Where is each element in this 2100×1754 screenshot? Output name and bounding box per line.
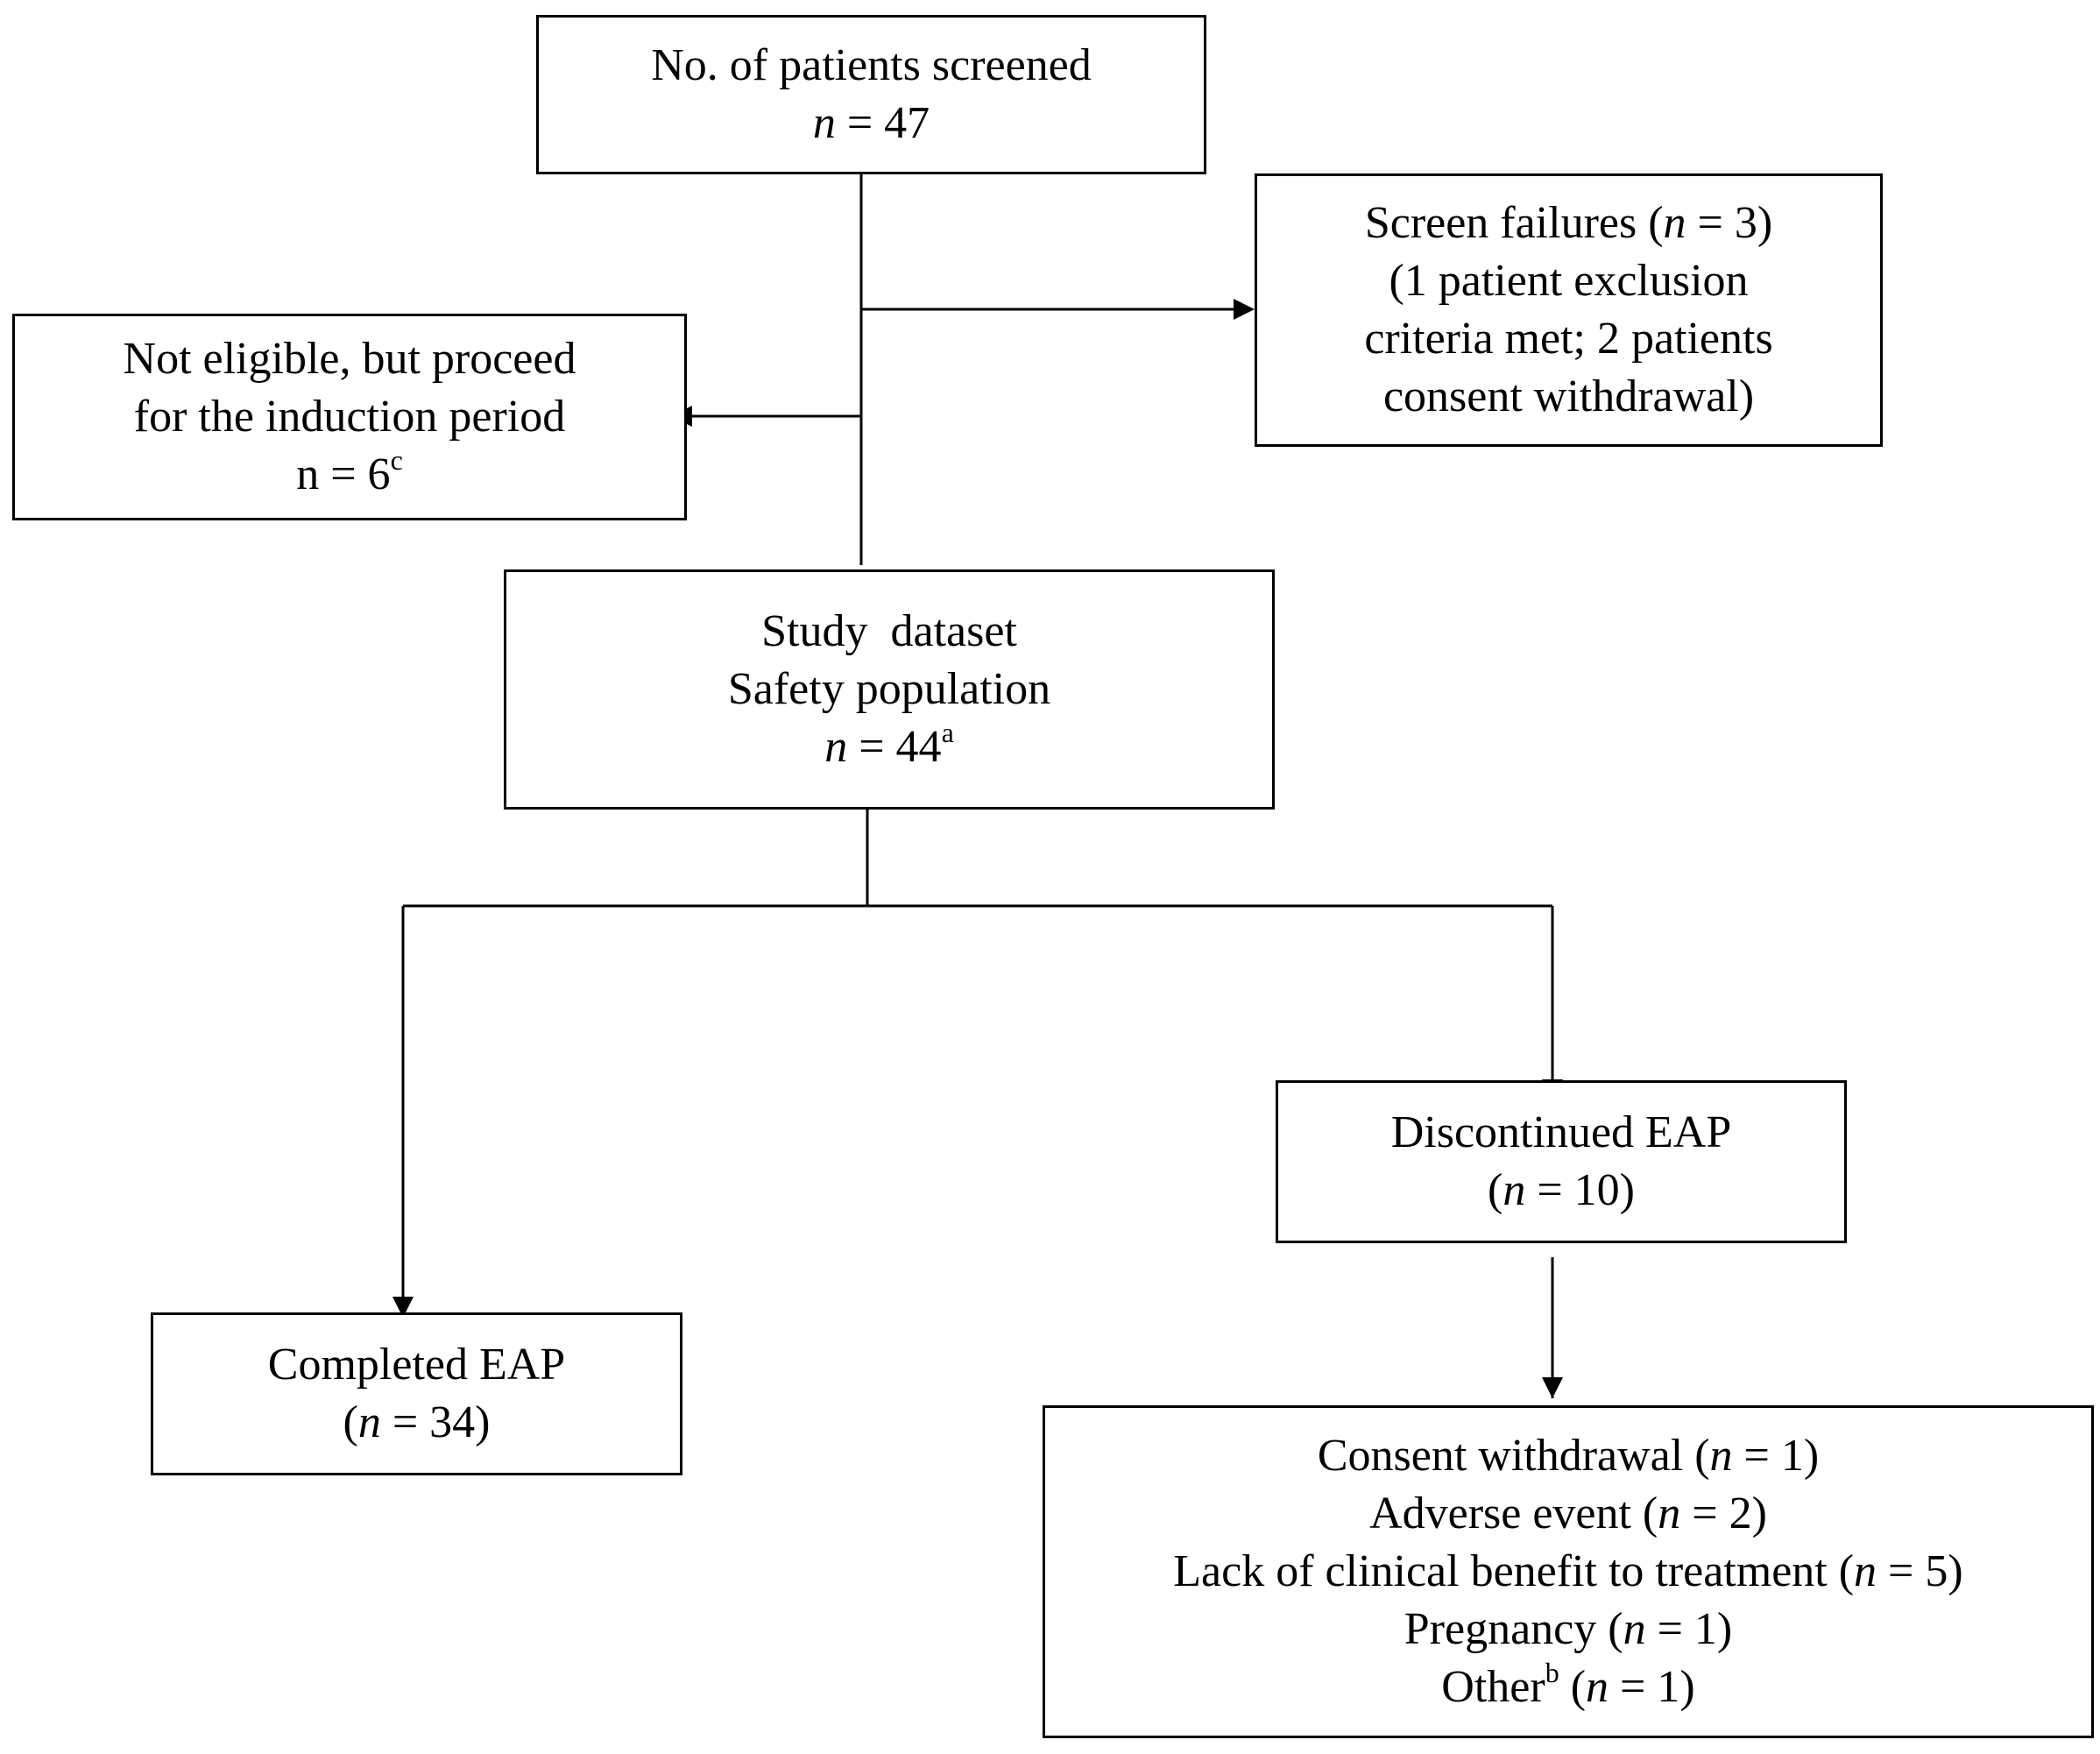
safety-population-label: Safety population xyxy=(727,664,1051,714)
n-variable: n xyxy=(824,722,848,772)
n-variable: n xyxy=(1658,1489,1681,1538)
reason-consent-withdrawal: Consent withdrawal (n = 1) xyxy=(1318,1427,1819,1485)
screen-failures-box: Screen failures (n = 3) (1 patient exclu… xyxy=(1255,173,1883,447)
not-eligible-box: Not eligible, but proceed for the induct… xyxy=(12,314,687,520)
discontinued-value: = 10) xyxy=(1525,1165,1635,1215)
paren-open: ( xyxy=(1559,1662,1587,1712)
discontinued-box: Discontinued EAP (n = 10) xyxy=(1276,1080,1847,1243)
reason-value: = 1) xyxy=(1732,1431,1820,1481)
study-dataset-box: Study dataset Safety population n = 44a xyxy=(504,569,1275,810)
not-eligible-count-value: n = 6 xyxy=(296,449,391,499)
paren-open: ( xyxy=(1488,1165,1503,1215)
footnote-b: b xyxy=(1545,1657,1559,1688)
discontinuation-reasons-box: Consent withdrawal (n = 1) Adverse event… xyxy=(1043,1405,2094,1738)
completed-box: Completed EAP (n = 34) xyxy=(151,1312,682,1475)
reason-lack-of-benefit: Lack of clinical benefit to treatment (n… xyxy=(1173,1543,1962,1601)
n-variable: n xyxy=(1854,1546,1877,1596)
screen-failures-value: = 3) xyxy=(1686,198,1773,248)
arrowhead-reasons xyxy=(1542,1377,1563,1398)
n-variable: n xyxy=(812,98,836,148)
n-variable: n xyxy=(1623,1604,1646,1654)
completed-value: = 34) xyxy=(380,1397,491,1447)
screened-value: 47 xyxy=(884,98,930,148)
reason-adverse-event: Adverse event (n = 2) xyxy=(1369,1485,1767,1543)
reason-label: Lack of clinical benefit to treatment ( xyxy=(1173,1546,1855,1596)
screen-failures-detail-2: criteria met; 2 patients xyxy=(1364,314,1773,364)
study-dataset-count: n = 44a xyxy=(824,718,954,776)
screen-failures-detail-3: consent withdrawal) xyxy=(1382,371,1755,421)
reason-pregnancy: Pregnancy (n = 1) xyxy=(1404,1601,1732,1659)
reason-value: = 1) xyxy=(1645,1604,1733,1654)
reason-value: = 5) xyxy=(1877,1546,1963,1596)
study-dataset-title: Study dataset xyxy=(761,606,1017,656)
screen-failures-label: Screen failures ( xyxy=(1364,198,1664,248)
discontinued-count: (n = 10) xyxy=(1488,1162,1635,1220)
study-dataset-value: = 44 xyxy=(847,722,942,772)
footnote-c: c xyxy=(390,444,403,476)
paren-open: ( xyxy=(343,1397,358,1447)
reason-label: Other xyxy=(1441,1662,1545,1712)
arrowhead-completed xyxy=(392,1297,414,1318)
arrowhead-screen-failures xyxy=(1234,299,1255,320)
screened-title: No. of patients screened xyxy=(651,40,1092,90)
reason-value: = 2) xyxy=(1680,1489,1767,1538)
completed-count: (n = 34) xyxy=(343,1394,491,1452)
n-variable: n xyxy=(357,1397,381,1447)
reason-label: Consent withdrawal ( xyxy=(1317,1431,1710,1481)
not-eligible-line-1: Not eligible, but proceed xyxy=(123,334,576,384)
reason-value: = 1) xyxy=(1609,1662,1695,1712)
screened-eq: = xyxy=(835,98,885,148)
footnote-a: a xyxy=(941,717,954,748)
n-variable: n xyxy=(1709,1431,1733,1481)
not-eligible-count: n = 6c xyxy=(296,446,403,504)
n-variable: n xyxy=(1663,198,1686,248)
screened-box: No. of patients screened n = 47 xyxy=(536,15,1206,174)
not-eligible-line-2: for the induction period xyxy=(133,392,566,442)
n-variable: n xyxy=(1503,1165,1526,1215)
reason-other: Otherb (n = 1) xyxy=(1441,1659,1694,1716)
completed-title: Completed EAP xyxy=(267,1340,566,1390)
reason-label: Pregnancy ( xyxy=(1404,1604,1623,1654)
discontinued-title: Discontinued EAP xyxy=(1390,1107,1732,1157)
screen-failures-title: Screen failures (n = 3) xyxy=(1365,194,1772,252)
reason-label: Adverse event ( xyxy=(1369,1489,1658,1538)
n-variable: n xyxy=(1586,1662,1609,1712)
screen-failures-detail-1: (1 patient exclusion xyxy=(1389,256,1749,306)
screened-count: n = 47 xyxy=(813,95,930,152)
